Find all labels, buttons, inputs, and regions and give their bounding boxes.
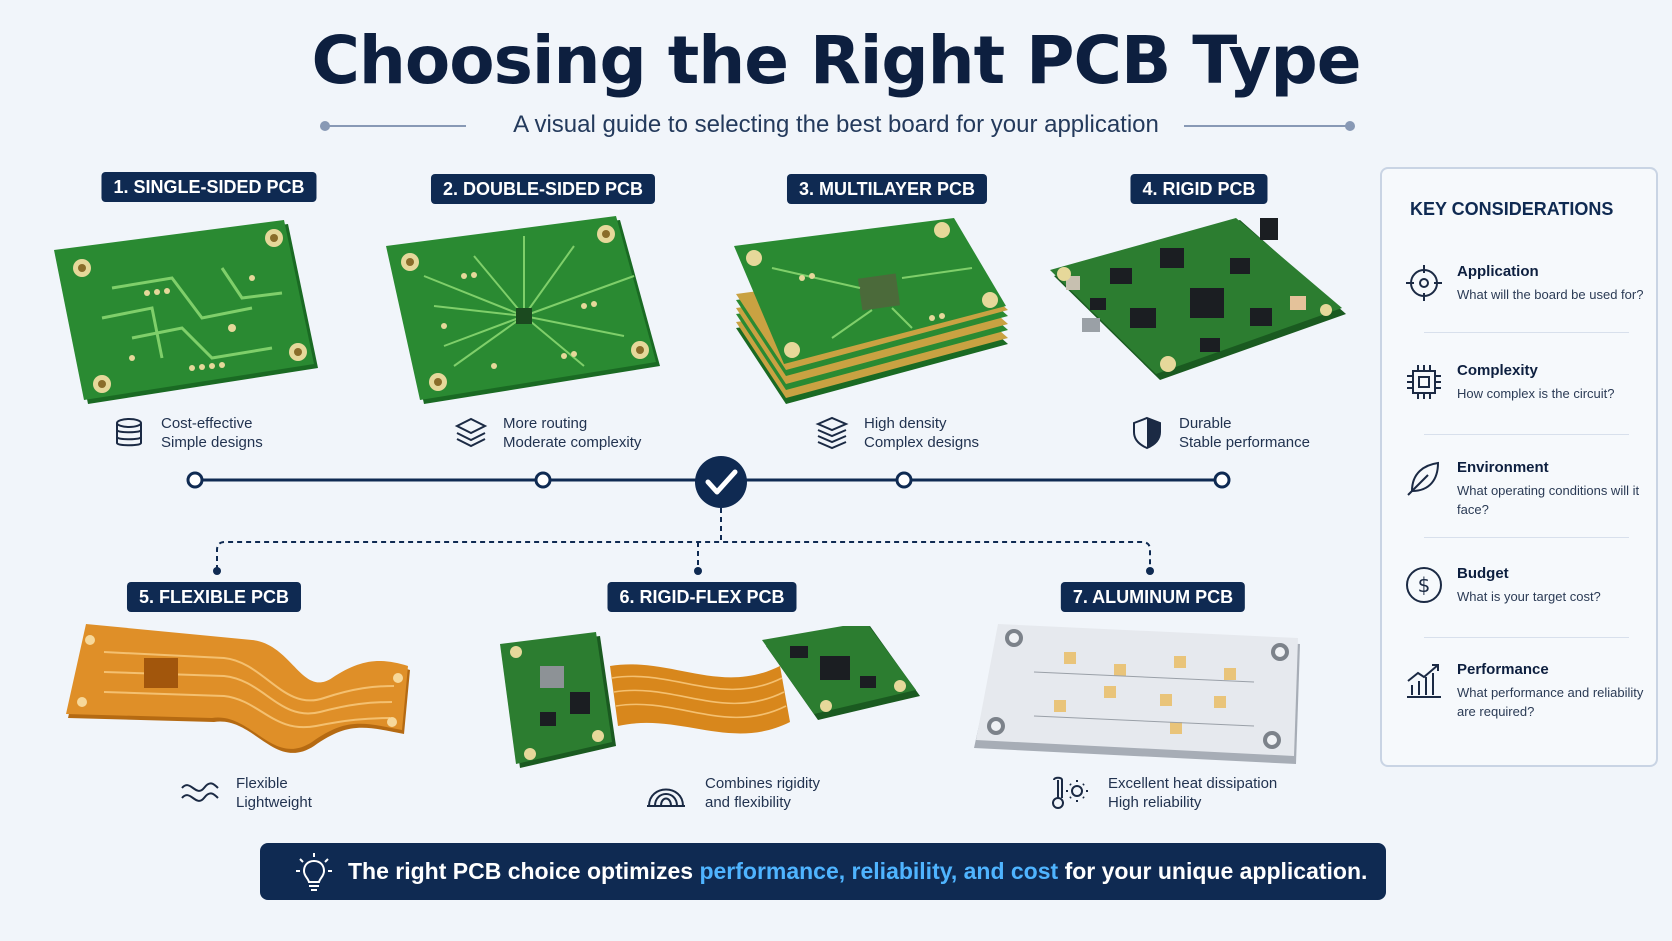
timeline-node-5 — [1213, 471, 1231, 489]
svg-text:$: $ — [1418, 573, 1431, 597]
consideration-title: Application — [1457, 263, 1539, 280]
layers-icon — [454, 417, 488, 448]
divider — [1424, 537, 1629, 538]
banner-highlight: performance, reliability, and cost — [699, 858, 1059, 884]
timeline-node-4 — [895, 471, 913, 489]
rigid-pcb-image — [1050, 218, 1346, 380]
banner-suffix: for your unique application. — [1058, 858, 1368, 884]
feature-line2: Simple designs — [161, 434, 263, 451]
flex-wave-icon — [181, 782, 219, 802]
stacked-layers-icon — [815, 416, 849, 450]
feature-line1: Combines rigidity — [705, 775, 821, 792]
double-sided-pcb-image — [386, 216, 660, 404]
summary-banner: The right PCB choice optimizes performan… — [260, 843, 1386, 900]
leaf-icon — [1407, 461, 1440, 496]
timeline-node-2 — [534, 471, 552, 489]
badge-flexible: 5. FLEXIBLE PCB — [126, 582, 302, 612]
dollar-icon: $ — [1406, 567, 1442, 603]
divider — [1424, 434, 1629, 435]
badge-aluminum: 7. ALUMINUM PCB — [1060, 582, 1246, 612]
consideration-title: Complexity — [1457, 362, 1538, 379]
single-sided-pcb-image — [54, 220, 318, 404]
checkmark-icon — [695, 456, 747, 508]
lightbulb-icon — [296, 853, 332, 891]
chip-icon — [1407, 365, 1441, 399]
thermometer-sun-icon — [1052, 776, 1088, 809]
consideration-desc: What performance and reliability are req… — [1457, 685, 1644, 719]
consideration-desc: What operating conditions will it face? — [1457, 483, 1640, 517]
subtitle-line-dot-right — [1345, 121, 1355, 131]
feature-line2: Lightweight — [236, 794, 312, 811]
divider — [1424, 637, 1629, 638]
feature-line1: High density — [864, 415, 947, 432]
divider — [1424, 332, 1629, 333]
feature-line1: More routing — [503, 415, 588, 432]
badge-double-sided: 2. DOUBLE-SIDED PCB — [430, 174, 656, 204]
flexible-pcb-image — [66, 624, 410, 753]
rigid-flex-pcb-image — [500, 626, 920, 768]
subtitle-line-left — [326, 125, 466, 127]
consideration-desc: What is your target cost? — [1457, 589, 1601, 604]
consideration-desc: How complex is the circuit? — [1457, 386, 1615, 401]
page-title: Choosing the Right PCB Type — [311, 22, 1361, 99]
consideration-title: Budget — [1457, 565, 1509, 582]
page-subtitle: A visual guide to selecting the best boa… — [513, 111, 1159, 138]
timeline-node-1 — [186, 471, 204, 489]
branch-connectors — [216, 508, 1151, 570]
feature-line1: Excellent heat dissipation — [1108, 775, 1278, 792]
bar-chart-icon — [1407, 664, 1441, 698]
badge-multilayer: 3. MULTILAYER PCB — [786, 174, 988, 204]
feature-line1: Cost-effective — [161, 415, 253, 432]
banner-message: The right PCB choice optimizes performan… — [348, 843, 1367, 900]
panel-title: KEY CONSIDERATIONS — [1410, 199, 1614, 219]
badge-rigid: 4. RIGID PCB — [1130, 174, 1268, 204]
feature-line2: Complex designs — [864, 434, 980, 451]
badge-rigid-flex: 6. RIGID-FLEX PCB — [607, 582, 797, 612]
crosshair-icon — [1406, 265, 1442, 301]
key-considerations-panel: KEY CONSIDERATIONS Application What will… — [1380, 167, 1658, 767]
badge-single-sided: 1. SINGLE-SIDED PCB — [101, 172, 317, 202]
aluminum-pcb-image — [974, 624, 1300, 764]
database-stack-icon — [116, 418, 142, 447]
feature-line2: and flexibility — [705, 794, 791, 811]
subtitle-row: A visual guide to selecting the best boa… — [0, 108, 1672, 144]
consideration-title: Environment — [1457, 459, 1549, 476]
feature-line2: Stable performance — [1179, 434, 1310, 451]
feature-line1: Flexible — [236, 775, 288, 792]
consideration-desc: What will the board be used for? — [1457, 287, 1644, 302]
feature-line1: Durable — [1179, 415, 1232, 432]
banner-prefix: The right PCB choice optimizes — [348, 858, 700, 884]
feature-line2: High reliability — [1108, 794, 1202, 811]
subtitle-line-right — [1184, 125, 1346, 127]
shield-icon — [1133, 416, 1161, 450]
feature-line2: Moderate complexity — [503, 434, 642, 451]
subtitle-line-dot-left — [320, 121, 330, 131]
consideration-title: Performance — [1457, 661, 1549, 678]
multilayer-pcb-image — [734, 218, 1008, 404]
arch-icon — [647, 788, 685, 807]
